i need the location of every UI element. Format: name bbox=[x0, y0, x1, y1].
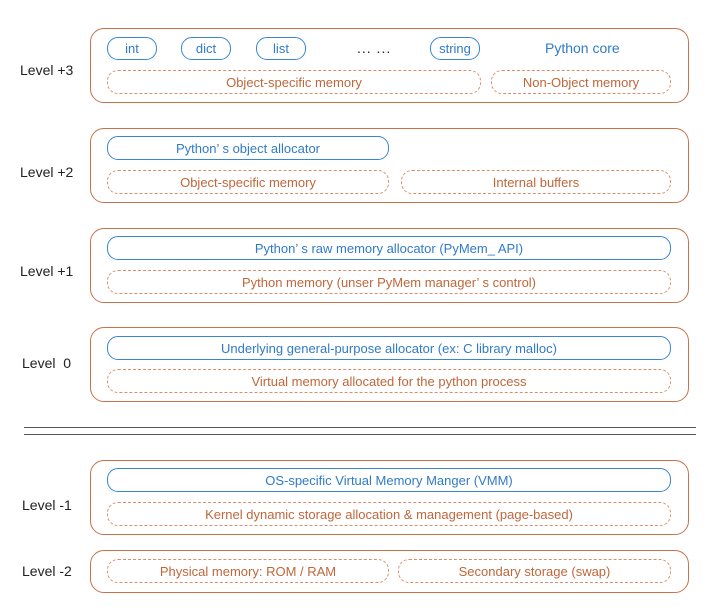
list-chip: list bbox=[256, 37, 306, 60]
level-plus2-label: Level +2 bbox=[20, 164, 74, 180]
level-minus1-label: Level -1 bbox=[22, 497, 72, 513]
general-purpose-allocator-bar: Underlying general-purpose allocator (ex… bbox=[107, 336, 671, 360]
level-plus1-label: Level +1 bbox=[20, 263, 74, 279]
secondary-storage-bar: Secondary storage (swap) bbox=[398, 559, 671, 583]
dict-chip: dict bbox=[181, 37, 231, 60]
kernel-storage-bar: Kernel dynamic storage allocation & mana… bbox=[107, 502, 671, 526]
level-plus1-box bbox=[90, 228, 689, 303]
level-minus2-label: Level -2 bbox=[22, 563, 72, 579]
level-minus2-box bbox=[90, 550, 689, 593]
python-memory-bar: Python memory (unser PyMem manager’ s co… bbox=[107, 270, 671, 294]
int-chip: int bbox=[107, 37, 157, 60]
level-0-box bbox=[90, 327, 689, 402]
raw-memory-allocator-bar: Python’ s raw memory allocator (PyMem_ A… bbox=[107, 236, 671, 260]
object-specific-memory-l2: Object-specific memory bbox=[107, 170, 389, 194]
level-0-label: Level 0 bbox=[22, 355, 72, 371]
vmm-bar: OS-specific Virtual Memory Manger (VMM) bbox=[107, 468, 671, 492]
non-object-memory: Non-Object memory bbox=[491, 70, 671, 94]
level-plus2-box bbox=[90, 128, 689, 203]
object-specific-memory-l3: Object-specific memory bbox=[107, 70, 481, 94]
divider-line-top bbox=[24, 427, 696, 428]
internal-buffers: Internal buffers bbox=[401, 170, 671, 194]
python-core-label: Python core bbox=[545, 40, 620, 56]
virtual-memory-process-bar: Virtual memory allocated for the python … bbox=[107, 369, 671, 393]
divider-line-bottom bbox=[24, 434, 696, 435]
level-plus3-box bbox=[90, 28, 689, 103]
ellipsis: ... ... bbox=[357, 40, 392, 56]
string-chip: string bbox=[430, 37, 480, 60]
level-plus3-label: Level +3 bbox=[20, 62, 74, 78]
object-allocator-bar: Python’ s object allocator bbox=[107, 136, 389, 160]
level-minus1-box bbox=[90, 460, 689, 535]
physical-memory-bar: Physical memory: ROM / RAM bbox=[107, 559, 389, 583]
